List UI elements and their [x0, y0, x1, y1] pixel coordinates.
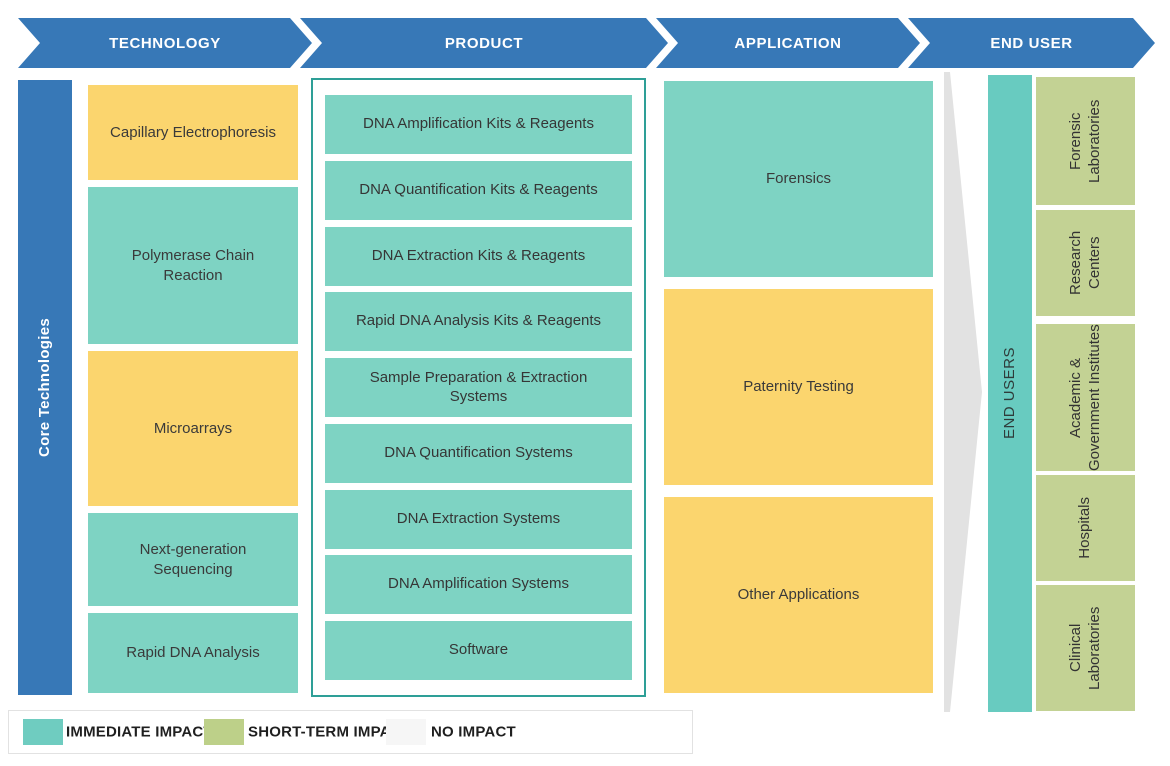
legend-swatch-short-term-impact — [204, 719, 244, 745]
end-user-box-research-centers: Research Centers — [1036, 210, 1135, 316]
stage-arrow-technology: TECHNOLOGY — [18, 18, 312, 68]
technology-box-label: Next-generation Sequencing — [139, 541, 247, 578]
stage-arrow-label: APPLICATION — [734, 34, 842, 52]
product-box-dna-amplification-systems: DNA Amplification Systems — [325, 555, 632, 615]
product-box-label: Software — [448, 641, 509, 659]
product-box-rapid-dna-analysis-kits: Rapid DNA Analysis Kits & Reagents — [325, 292, 632, 352]
application-box-label: Paternity Testing — [743, 378, 854, 396]
end-users-bar: END USERS — [988, 75, 1032, 712]
product-box-label: DNA Quantification Kits & Reagents — [359, 180, 598, 198]
end-user-box-forensic-laboratories: Forensic Laboratories — [1036, 77, 1135, 205]
end-users-bar-label: END USERS — [1000, 347, 1018, 440]
product-box-label: Rapid DNA Analysis Kits & Reagents — [355, 312, 602, 330]
product-box-sample-preparation-systems: Sample Preparation & Extraction Systems — [325, 358, 632, 417]
product-box-software: Software — [325, 621, 632, 680]
product-box-dna-extraction-kits: DNA Extraction Kits & Reagents — [325, 226, 632, 286]
technology-box-polymerase-chain-reaction: Polymerase Chain Reaction — [88, 187, 298, 344]
technology-box-next-generation-sequencing: Next-generation Sequencing — [88, 513, 298, 606]
technology-box-capillary-electrophoresis: Capillary Electrophoresis — [88, 85, 298, 180]
product-box-dna-quantification-kits: DNA Quantification Kits & Reagents — [325, 160, 632, 220]
application-box-label: Other Applications — [737, 586, 860, 604]
technology-box-label: Capillary Electrophoresis — [110, 123, 276, 141]
end-user-box-academic-government-institutes: Academic & Government Institutes — [1036, 324, 1135, 471]
stage-arrow-end-user: END USER — [908, 18, 1155, 68]
legend-label-short-term-impact: SHORT-TERM IMPACT — [248, 723, 412, 741]
application-box-paternity-testing: Paternity Testing — [664, 289, 933, 485]
stage-arrow-label: PRODUCT — [444, 34, 524, 52]
legend-label-immediate-impact: IMMEDIATE IMPACT — [66, 723, 213, 741]
product-box-dna-extraction-systems: DNA Extraction Systems — [325, 489, 632, 549]
product-box-label: Sample Preparation & Extraction Systems — [369, 368, 588, 405]
stage-arrow-label: END USER — [990, 34, 1073, 52]
application-box-forensics: Forensics — [664, 81, 933, 277]
stage-arrow-label: TECHNOLOGY — [109, 34, 221, 52]
application-box-other-applications: Other Applications — [664, 497, 933, 693]
legend: IMMEDIATE IMPACT SHORT-TERM IMPACT NO IM… — [8, 710, 693, 754]
product-box-label: DNA Extraction Kits & Reagents — [371, 246, 586, 264]
technology-box-microarrays: Microarrays — [88, 351, 298, 506]
end-user-box-clinical-laboratories: Clinical Laboratories — [1036, 585, 1135, 711]
technology-box-label: Rapid DNA Analysis — [126, 644, 260, 662]
product-box-label: DNA Extraction Systems — [396, 509, 561, 527]
flow-arrow-icon — [944, 72, 982, 712]
end-user-box-hospitals: Hospitals — [1036, 475, 1135, 581]
end-user-box-label: Academic & Government Institutes — [1066, 324, 1103, 471]
end-user-box-label: Hospitals — [1076, 497, 1094, 559]
product-box-label: DNA Amplification Kits & Reagents — [363, 115, 594, 133]
legend-label-no-impact: NO IMPACT — [431, 723, 516, 741]
end-user-box-label: Clinical Laboratories — [1066, 606, 1103, 690]
product-box-dna-amplification-kits: DNA Amplification Kits & Reagents — [325, 95, 632, 154]
technology-box-rapid-dna-analysis: Rapid DNA Analysis — [88, 613, 298, 693]
end-user-box-label: Forensic Laboratories — [1066, 99, 1103, 183]
core-technologies-bar: Core Technologies — [18, 80, 72, 695]
product-box-label: DNA Quantification Systems — [384, 443, 573, 461]
product-box-label: DNA Amplification Systems — [388, 575, 569, 593]
technology-box-label: Polymerase Chain Reaction — [131, 247, 255, 284]
core-technologies-label: Core Technologies — [35, 317, 53, 457]
product-group-container: DNA Amplification Kits & Reagents DNA Qu… — [311, 78, 646, 697]
stage-arrow-product: PRODUCT — [300, 18, 668, 68]
application-box-label: Forensics — [765, 170, 832, 188]
technology-box-label: Microarrays — [153, 419, 233, 437]
legend-swatch-no-impact — [386, 719, 426, 745]
product-box-dna-quantification-systems: DNA Quantification Systems — [325, 423, 632, 483]
legend-swatch-immediate-impact — [23, 719, 63, 745]
end-user-box-label: Research Centers — [1066, 230, 1103, 296]
stage-arrow-application: APPLICATION — [656, 18, 920, 68]
